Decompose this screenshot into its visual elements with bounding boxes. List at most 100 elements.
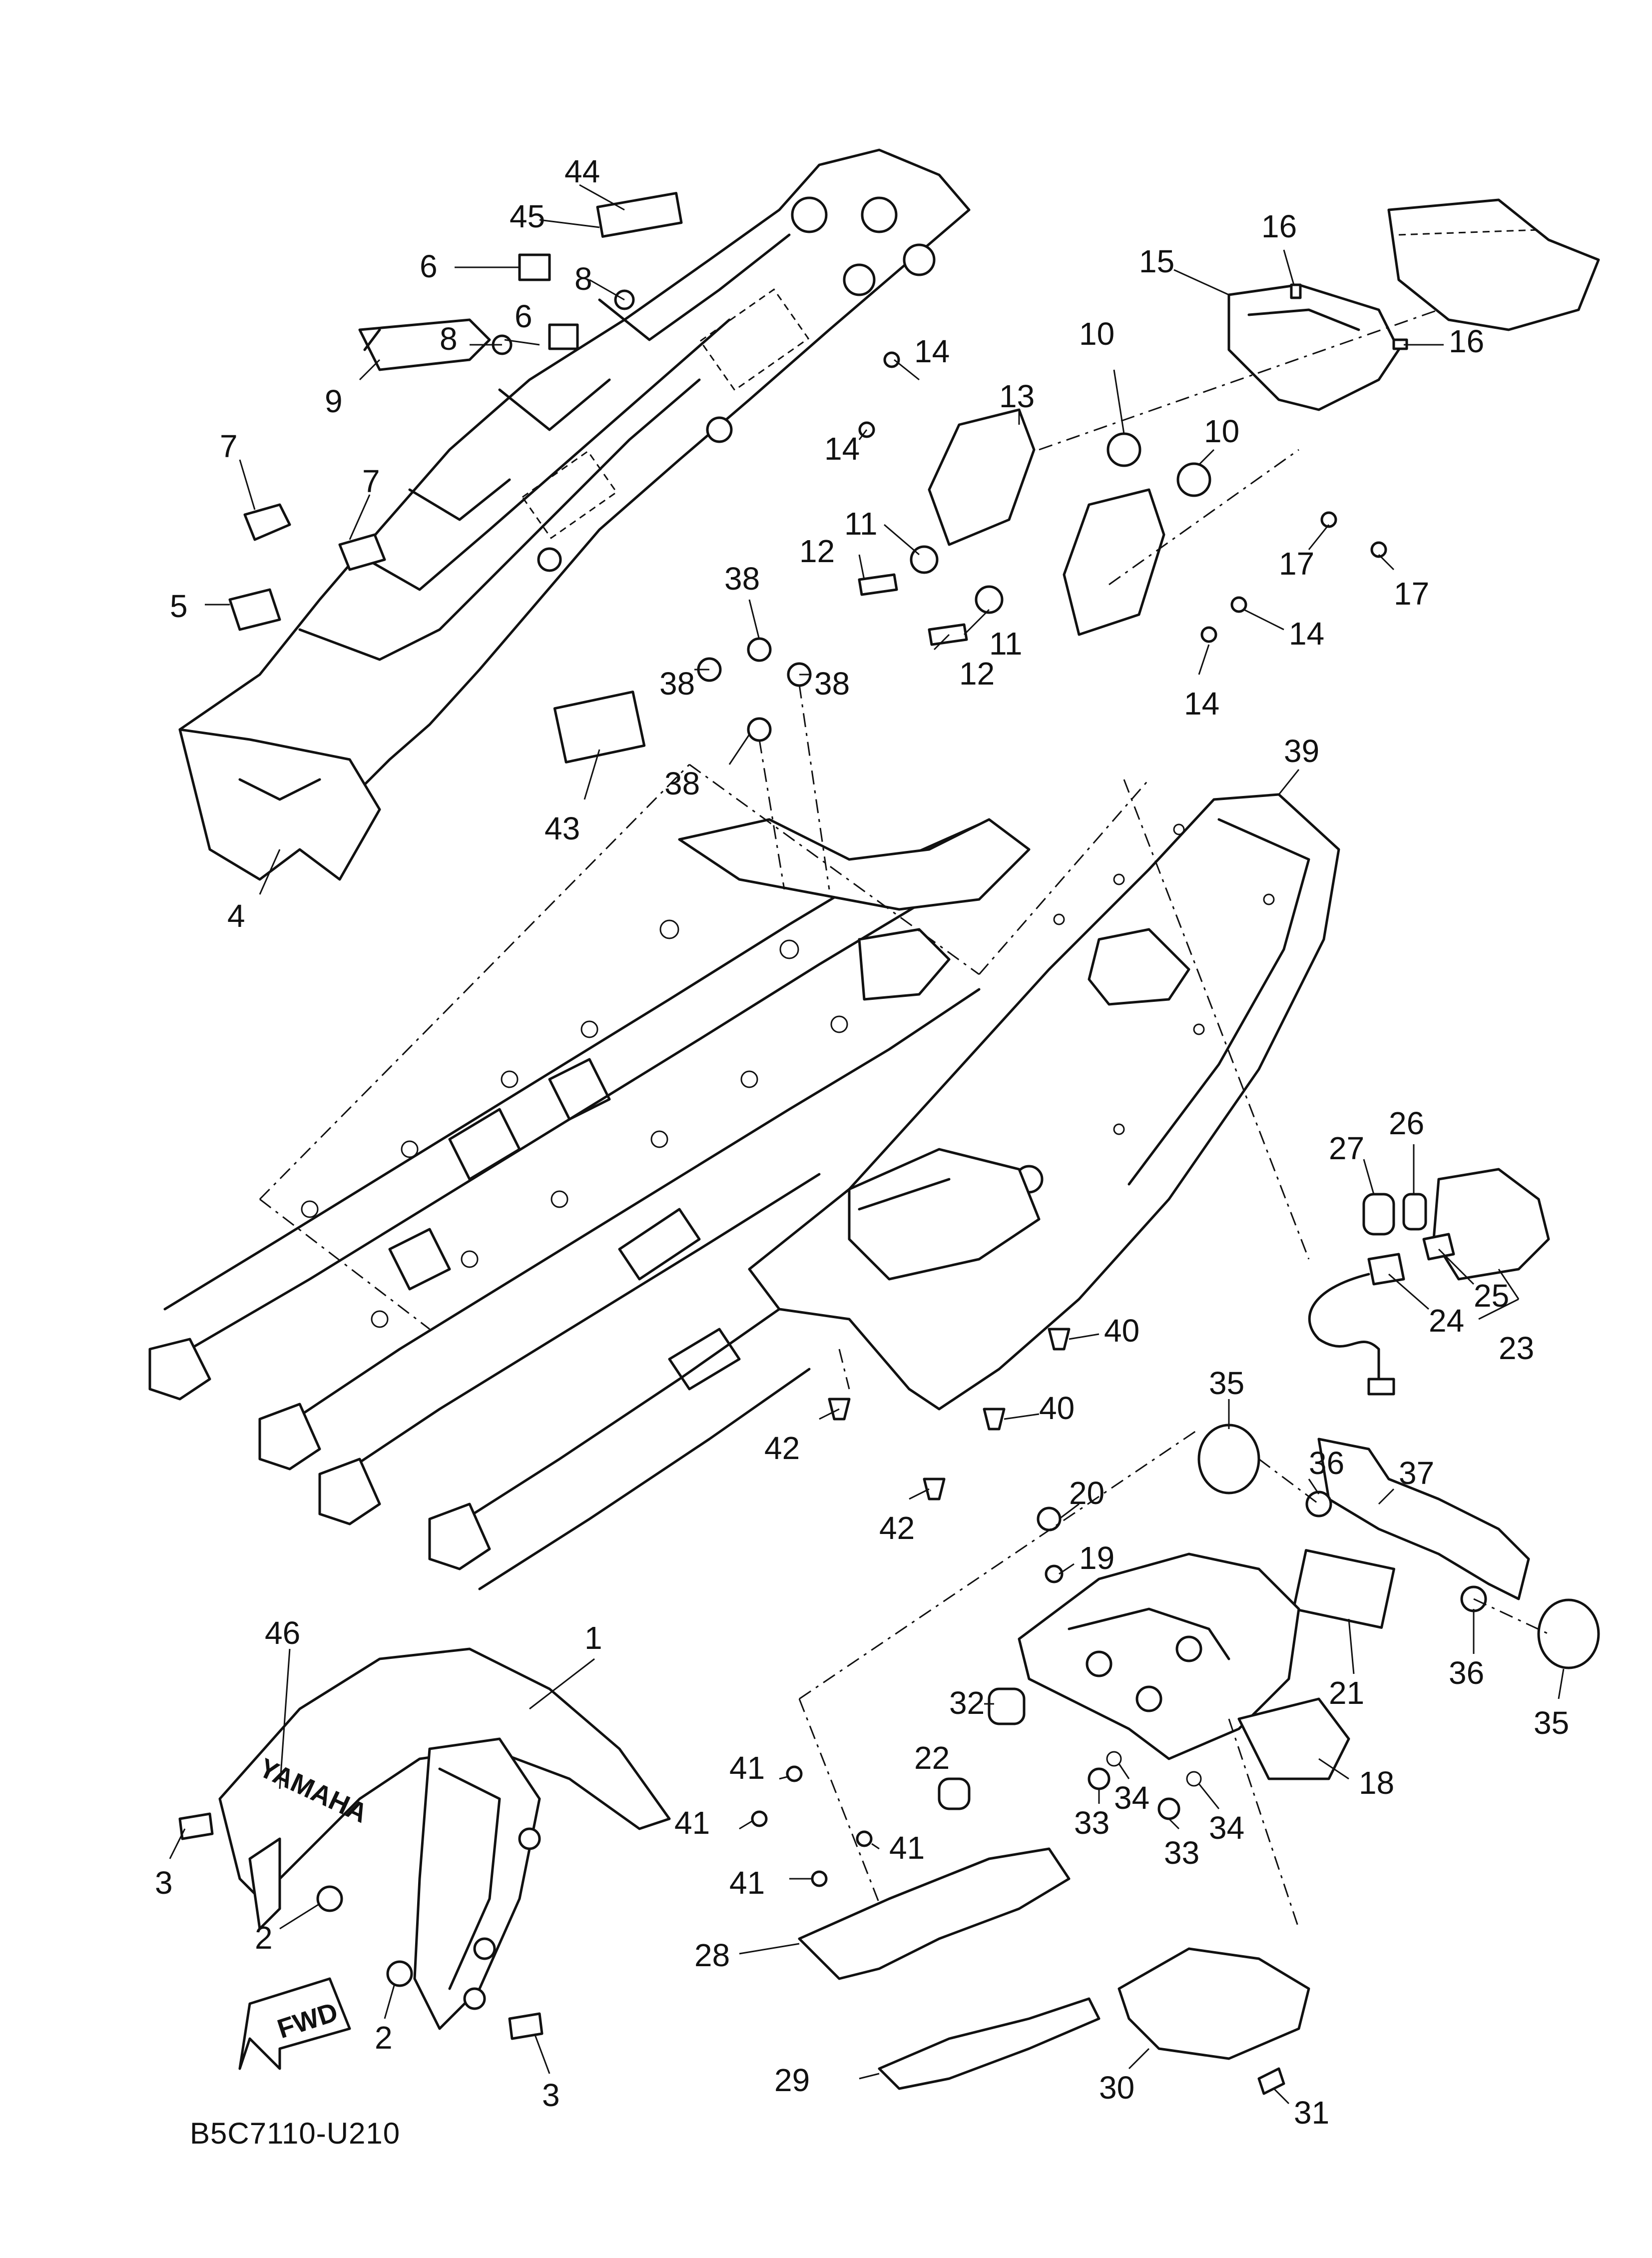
screw-3b [508, 2012, 544, 2040]
nut-26 [1402, 1193, 1427, 1231]
nut-17a [1320, 511, 1337, 528]
callout-10: 10 [1204, 413, 1239, 449]
callout-11: 11 [844, 506, 877, 542]
callout-41: 41 [889, 1830, 925, 1866]
front-fender: YAMAHA FWD [178, 1647, 671, 2070]
callout-38: 38 [664, 765, 700, 801]
callout-6: 6 [515, 298, 533, 334]
stay-29 [878, 1997, 1101, 2090]
nut-33a [1088, 1767, 1110, 1790]
callout-7: 7 [362, 463, 380, 499]
bracket-37 [1317, 1438, 1530, 1600]
collar-41b [751, 1810, 768, 1827]
callout-1: 1 [584, 1620, 602, 1656]
callout-8: 8 [574, 261, 592, 297]
rear-frame [148, 637, 1150, 1590]
callout-10: 10 [1079, 316, 1114, 352]
callout-9: 9 [325, 383, 343, 419]
callout-38: 38 [724, 561, 760, 597]
callout-34: 34 [1114, 1780, 1149, 1816]
bolt-12a [858, 573, 898, 596]
callout-40: 40 [1039, 1390, 1075, 1426]
callout-42: 42 [879, 1510, 915, 1546]
callout-6: 6 [420, 248, 438, 284]
signal-lens-23 [1432, 1168, 1550, 1281]
grommet-2b [386, 1960, 413, 1987]
nut-33b [1157, 1797, 1180, 1820]
callout-labels: 44 45 6 8 6 8 9 7 7 5 4 43 16 15 16 14 1… [155, 153, 1569, 2131]
clip-40b [983, 1408, 1006, 1431]
stay-30 [1117, 1947, 1310, 2060]
callout-46: 46 [265, 1615, 300, 1651]
damper-10b [1176, 462, 1211, 497]
callout-41: 41 [729, 1750, 765, 1786]
pin-16a [1290, 283, 1302, 299]
callout-2: 2 [255, 1920, 273, 1956]
stays [751, 1765, 1310, 2095]
reflector-21 [1292, 1549, 1396, 1629]
washer-34a [1106, 1751, 1122, 1767]
callout-35: 35 [1534, 1705, 1569, 1741]
callout-20: 20 [1069, 1475, 1104, 1511]
callout-3: 3 [542, 2077, 560, 2113]
grommet-2a [316, 1885, 343, 1912]
callout-11: 11 [989, 626, 1022, 662]
collar-41c [856, 1830, 873, 1847]
callout-40: 40 [1104, 1313, 1139, 1349]
screw-14d [1200, 626, 1217, 643]
callout-26: 26 [1389, 1105, 1424, 1141]
callout-17: 17 [1279, 546, 1314, 582]
license-bracket [1197, 1424, 1600, 1669]
callout-41: 41 [674, 1805, 710, 1841]
rear-fender [798, 1428, 1350, 1929]
callout-30: 30 [1099, 2070, 1134, 2106]
callout-19: 19 [1079, 1540, 1114, 1576]
label-44-45 [596, 192, 683, 238]
callout-36: 36 [1449, 1655, 1484, 1691]
callout-14: 14 [914, 333, 950, 369]
callout-33: 33 [1074, 1805, 1109, 1841]
bracket-13b [1063, 488, 1165, 636]
rear-inner-fender [178, 148, 971, 881]
callout-13: 13 [999, 378, 1035, 414]
callout-34: 34 [1209, 1810, 1244, 1846]
callout-27: 27 [1329, 1130, 1364, 1166]
callout-8: 8 [440, 321, 458, 357]
bolt-7b [338, 533, 386, 571]
connector [1367, 1378, 1395, 1396]
damper-22 [938, 1777, 971, 1810]
callout-31: 31 [1294, 2095, 1329, 2131]
callout-28: 28 [694, 1937, 730, 1973]
callout-43: 43 [545, 810, 580, 846]
bulb-25 [1422, 1233, 1455, 1261]
grommet-27 [1362, 1193, 1395, 1236]
bracket-15 [1227, 283, 1400, 411]
nut-6b [548, 323, 579, 350]
callout-35: 35 [1209, 1365, 1244, 1401]
bolt-31 [1257, 2067, 1285, 2095]
grommet-38d [747, 717, 772, 742]
callout-5: 5 [170, 588, 188, 624]
callout-15: 15 [1139, 243, 1174, 279]
damper-32 [988, 1687, 1026, 1725]
tail-light [1387, 198, 1600, 331]
callout-2: 2 [375, 2020, 393, 2056]
label-43 [553, 691, 646, 763]
turn-signal [1308, 1168, 1550, 1396]
callout-3: 3 [155, 1865, 173, 1901]
callout-14: 14 [1184, 686, 1219, 722]
callout-38: 38 [659, 666, 695, 702]
nut-36a [1305, 1491, 1332, 1517]
callout-32: 32 [949, 1685, 985, 1721]
bolt-12b [928, 623, 968, 646]
screw-3a [178, 1812, 214, 1840]
callout-45: 45 [510, 198, 545, 234]
callout-21: 21 [1329, 1675, 1364, 1711]
leader-lines [169, 184, 1565, 2105]
callout-37: 37 [1399, 1455, 1434, 1491]
collar-41d [811, 1870, 828, 1887]
tail-light-bracket [858, 198, 1600, 646]
washer-34b [1186, 1771, 1202, 1787]
grommet-38a [747, 637, 772, 662]
